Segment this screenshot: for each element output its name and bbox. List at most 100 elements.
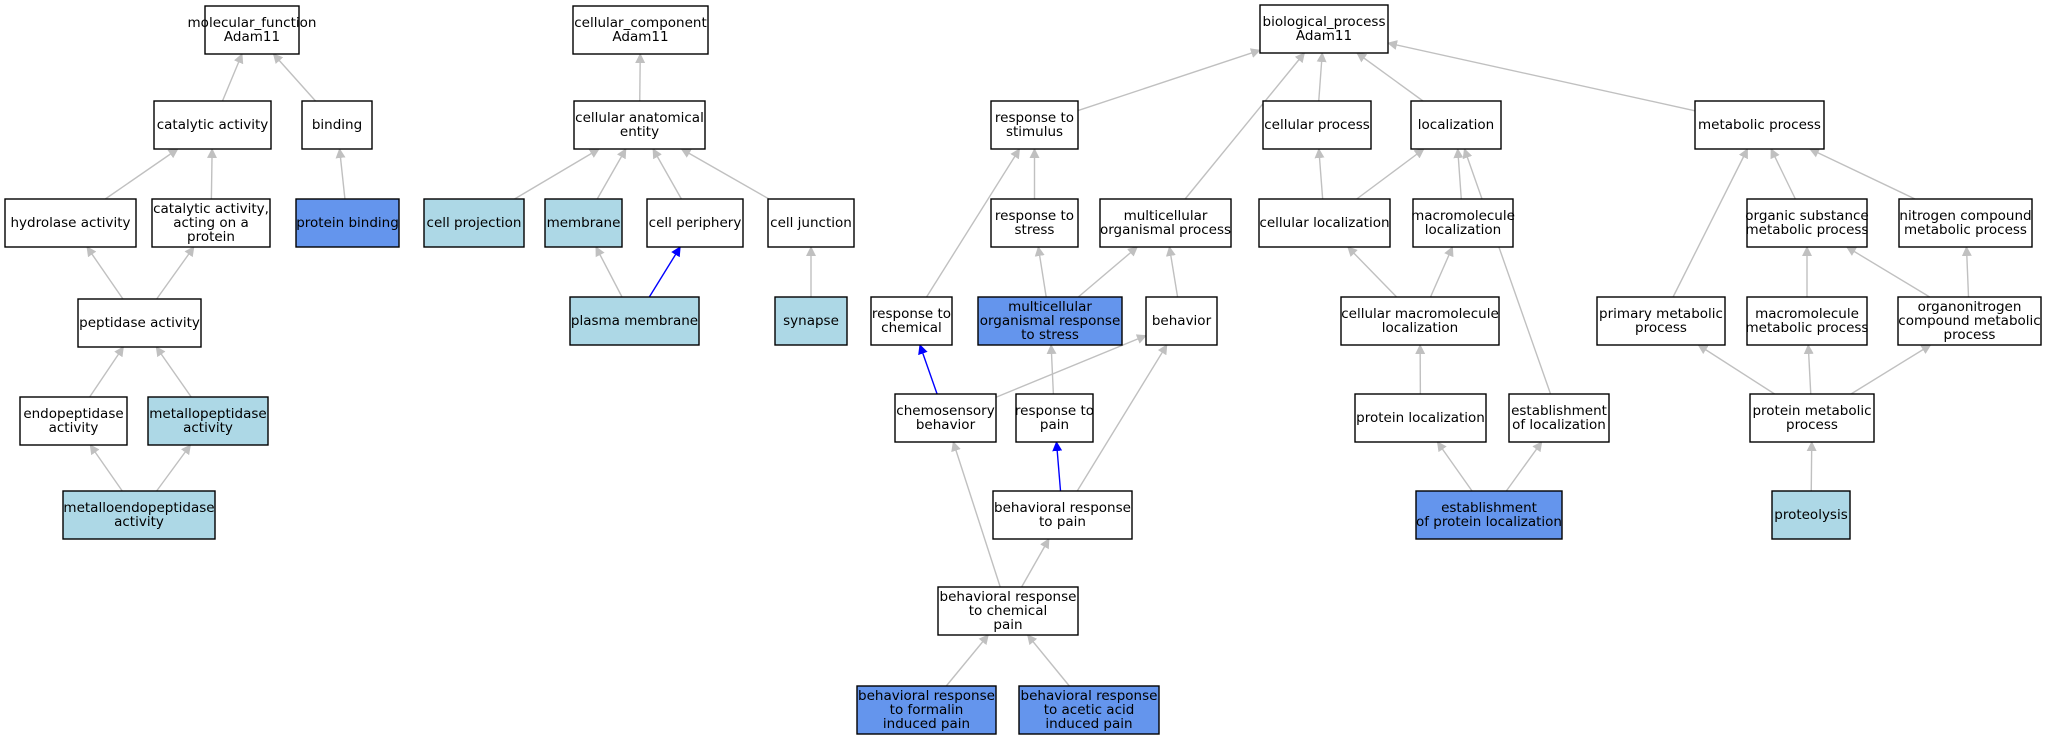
node-label-line: synapse [783, 313, 839, 329]
edge-line [945, 634, 989, 687]
go-node-metab[interactable]: metabolic process [1694, 100, 1825, 150]
node-box [4, 198, 137, 248]
edge-line [89, 444, 123, 492]
go-node-hyd[interactable]: hydrolase activity [4, 198, 137, 248]
go-node-cproc[interactable]: cellular process [1262, 100, 1372, 150]
node-box [572, 5, 709, 55]
node-box [1694, 100, 1825, 150]
go-node-ploc[interactable]: protein localization [1354, 393, 1487, 443]
node-box [1354, 393, 1487, 443]
node-label-line: response to [995, 208, 1074, 224]
node-label-line: organismal process [1100, 222, 1231, 238]
node-label-line: to formalin [890, 702, 964, 718]
node-box [856, 685, 997, 735]
edge-line [1697, 344, 1776, 395]
node-box [977, 296, 1123, 346]
go-node-prot[interactable]: proteolysis [1771, 490, 1851, 540]
node-box [1412, 198, 1514, 248]
edge-line [1672, 148, 1749, 298]
go-node-pep[interactable]: peptidase activity [77, 298, 202, 348]
node-box [1897, 296, 2042, 346]
node-box [937, 586, 1079, 636]
node-label-line: plasma membrane [571, 313, 698, 329]
node-label-line: macromolecule [1755, 306, 1859, 322]
node-label-line: metabolic process [1698, 117, 1821, 133]
node-label-line: to chemical [969, 603, 1047, 619]
edge-chemo-to-behav [995, 334, 1147, 398]
go-node-syn[interactable]: synapse [774, 296, 848, 346]
node-label-line: localization [1425, 222, 1501, 238]
edge-mmloc-to-loc [1453, 148, 1464, 200]
edge-line [206, 148, 217, 200]
edge-cloc-to-loc [1356, 148, 1425, 200]
edge-line [1165, 246, 1179, 298]
go-node-loc[interactable]: localization [1410, 100, 1502, 150]
go-node-cjunc[interactable]: cell junction [767, 198, 855, 248]
node-box [1746, 296, 1868, 346]
edge-line [86, 246, 124, 300]
node-box [1259, 4, 1389, 54]
node-label-line: organic substance [1745, 208, 1868, 224]
node-label-line: process [1635, 320, 1687, 336]
go-node-bind[interactable]: binding [301, 100, 373, 150]
go-node-cproj[interactable]: cell projection [423, 198, 525, 248]
go-node-cloc[interactable]: cellular localization [1258, 198, 1391, 248]
node-label-line: binding [312, 117, 362, 133]
go-node-cperi[interactable]: cell periphery [646, 198, 744, 248]
node-box [1145, 296, 1218, 346]
go-node-pmemb[interactable]: plasma membrane [569, 296, 700, 346]
go-node-cat[interactable]: catalytic activity [153, 100, 272, 150]
node-label-line: of localization [1512, 417, 1606, 433]
edge-line [680, 148, 770, 200]
node-label-line: behavioral response [994, 500, 1131, 516]
node-label-line: establishment [1441, 500, 1537, 516]
node-label-line: organismal response [980, 313, 1121, 329]
edge-line [156, 444, 191, 492]
node-box [151, 198, 271, 248]
edge-line [1021, 538, 1050, 588]
edge-pmemb-to-memb [595, 246, 623, 298]
node-label-line: localization [1418, 117, 1494, 133]
node-label-line: activity [183, 420, 233, 436]
edge-line [1077, 246, 1138, 298]
go-node-memb[interactable]: membrane [544, 198, 623, 248]
node-label-line: behavior [1152, 313, 1212, 329]
node-box [544, 198, 623, 248]
edge-line [1316, 52, 1327, 102]
node-box [573, 100, 706, 150]
node-label-line: to pain [1039, 514, 1086, 530]
edge-bind-to-mf [272, 53, 317, 102]
go-node-behav[interactable]: behavior [1145, 296, 1218, 346]
go-node-pbind[interactable]: protein binding [295, 198, 400, 248]
edge-behav-to-mop [1165, 246, 1179, 298]
